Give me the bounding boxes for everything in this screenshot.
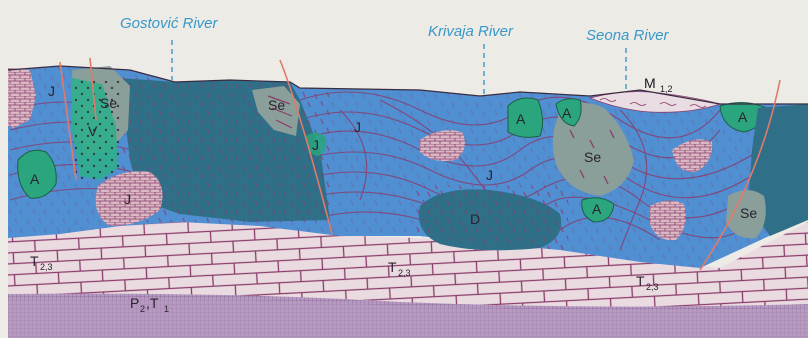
label-p2t1: P: [130, 295, 139, 311]
label-t23-west-sub: 2,3: [40, 262, 53, 272]
label-se-gostovic: Se: [100, 95, 117, 111]
label-t23-middle: T: [388, 259, 397, 275]
label-j-middle: J: [486, 167, 493, 183]
label-se-far-east: Se: [740, 205, 757, 221]
label-p2t1-sub1: 2: [140, 304, 145, 314]
label-t23-west: T: [30, 253, 39, 269]
label-a-west: A: [30, 171, 40, 187]
label-j-west: J: [124, 191, 131, 207]
label-se-top: Se: [268, 97, 285, 113]
label-a-seona: A: [562, 105, 572, 121]
label-j-krivaja: J: [354, 119, 361, 135]
label-t23-east: T: [636, 273, 645, 289]
label-j-upper-left: J: [48, 83, 55, 99]
label-v: V: [88, 123, 98, 139]
label-j-center: J: [312, 137, 319, 153]
label-a-krivaja: A: [516, 111, 526, 127]
label-m12-sub: 1,2: [660, 84, 673, 94]
label-p2t1-sub2: 1: [164, 304, 169, 314]
label-a-east: A: [738, 109, 748, 125]
label-m12: M: [644, 75, 656, 91]
label-t23-east-sub: 2,3: [646, 282, 659, 292]
river-label-gostovic: Gostović River: [120, 15, 219, 32]
river-label-krivaja: Krivaja River: [428, 23, 514, 40]
river-label-seona: Seona River: [586, 27, 670, 44]
label-t23-middle-sub: 2,3: [398, 268, 411, 278]
label-p2t1-t: ,T: [146, 295, 159, 311]
label-se-east: Se: [584, 149, 601, 165]
label-a-lower: A: [592, 201, 602, 217]
label-d: D: [470, 211, 480, 227]
